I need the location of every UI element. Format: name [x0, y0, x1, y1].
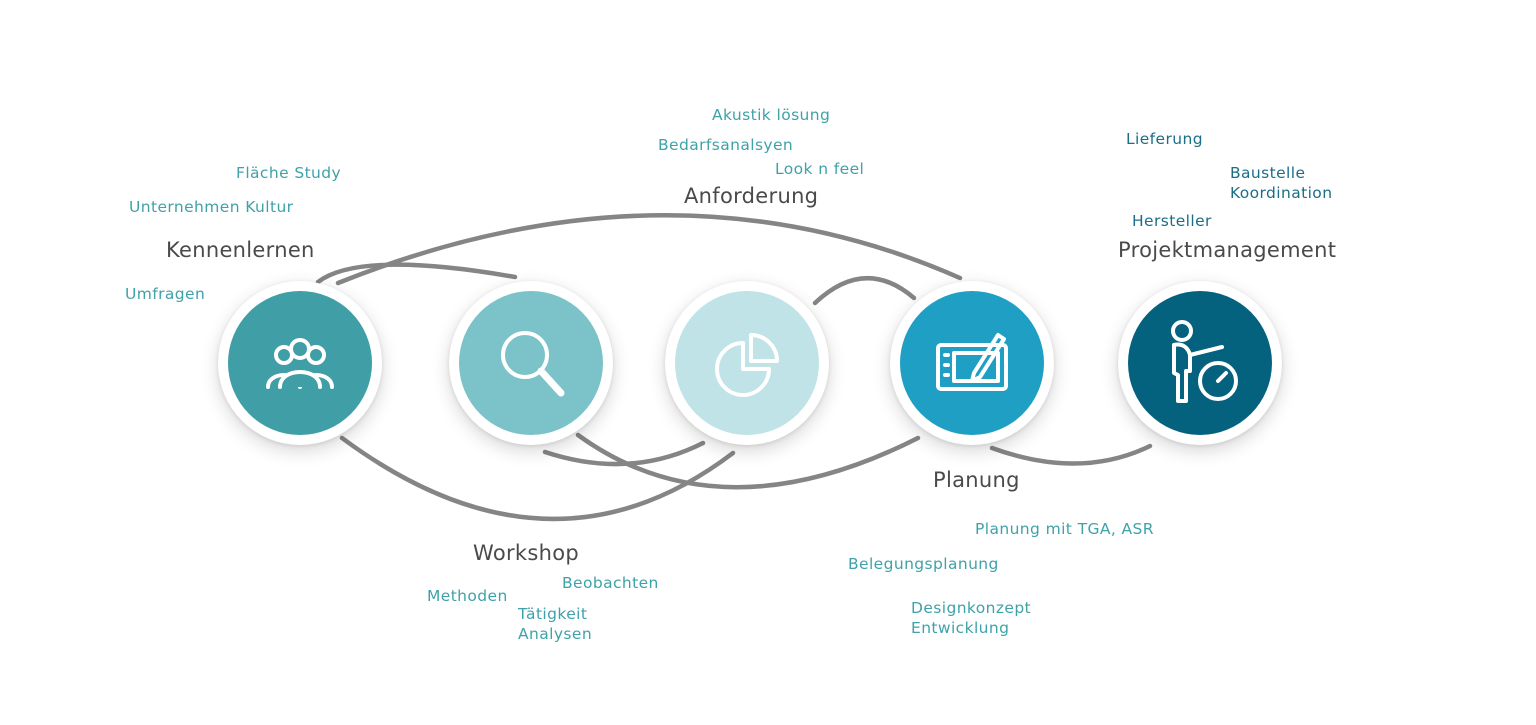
note-taetigkeit-analysen: Tätigkeit Analysen	[518, 604, 628, 644]
presenter-clock-icon	[1171, 320, 1238, 403]
note-umfragen: Umfragen	[125, 285, 206, 303]
note-lieferung: Lieferung	[1126, 130, 1203, 148]
connector-arc-anforderung-planung	[812, 276, 917, 306]
node-disc-projektmanagement	[1128, 291, 1272, 435]
stage-title-kennenlernen: Kennenlernen	[166, 238, 315, 262]
stage-title-anforderung: Anforderung	[684, 184, 819, 208]
note-designkonzept-entwicklung: Designkonzept Entwicklung	[911, 598, 1031, 638]
magnifier-icon	[501, 331, 565, 397]
connector-arc-workshop-anforderung	[542, 440, 706, 467]
note-akustik-loesung: Akustik lösung	[712, 106, 831, 124]
note-look-n-feel: Look n feel	[775, 160, 865, 178]
note-beobachten: Beobachten	[562, 574, 659, 592]
node-projektmanagement	[1118, 281, 1282, 445]
stage-title-planung: Planung	[933, 468, 1020, 492]
node-disc-planung	[900, 291, 1044, 435]
note-flaeche-study: Fläche Study	[236, 164, 342, 182]
note-planung-mit-tga-asr: Planung mit TGA, ASR	[975, 520, 1154, 538]
stage-title-workshop: Workshop	[473, 541, 580, 565]
note-taetigkeit-analysen-text: Tätigkeit Analysen	[518, 605, 593, 643]
connector-arc-workshop-planung	[575, 432, 921, 490]
node-disc-workshop	[459, 291, 603, 435]
note-hersteller: Hersteller	[1132, 212, 1212, 230]
note-methoden: Methoden	[427, 587, 508, 605]
connector-arc-planung-projektmanagement	[989, 443, 1153, 466]
note-baustelle-koordination: Baustelle Koordination	[1230, 163, 1340, 203]
drawing-tablet-icon	[936, 333, 1008, 391]
connector-arc-kennenlernen-bottom	[339, 435, 736, 522]
node-planung	[890, 281, 1054, 445]
pie-chart-icon	[715, 333, 779, 397]
node-disc-kennenlernen	[228, 291, 372, 435]
node-kennenlernen	[218, 281, 382, 445]
note-bedarfsanalsyen: Bedarfsanalsyen	[658, 136, 794, 154]
connector-arc-top-long	[335, 213, 963, 286]
node-disc-anforderung	[675, 291, 819, 435]
people-group-icon	[266, 338, 334, 389]
node-workshop	[449, 281, 613, 445]
stage-title-projektmanagement: Projektmanagement	[1118, 238, 1337, 262]
node-anforderung	[665, 281, 829, 445]
note-designkonzept-entwicklung-text: Designkonzept Entwicklung	[911, 599, 1032, 637]
note-baustelle-koordination-text: Baustelle Koordination	[1230, 164, 1333, 202]
note-unternehmen-kultur: Unternehmen Kultur	[129, 198, 294, 216]
note-belegungsplanung: Belegungsplanung	[848, 555, 999, 573]
